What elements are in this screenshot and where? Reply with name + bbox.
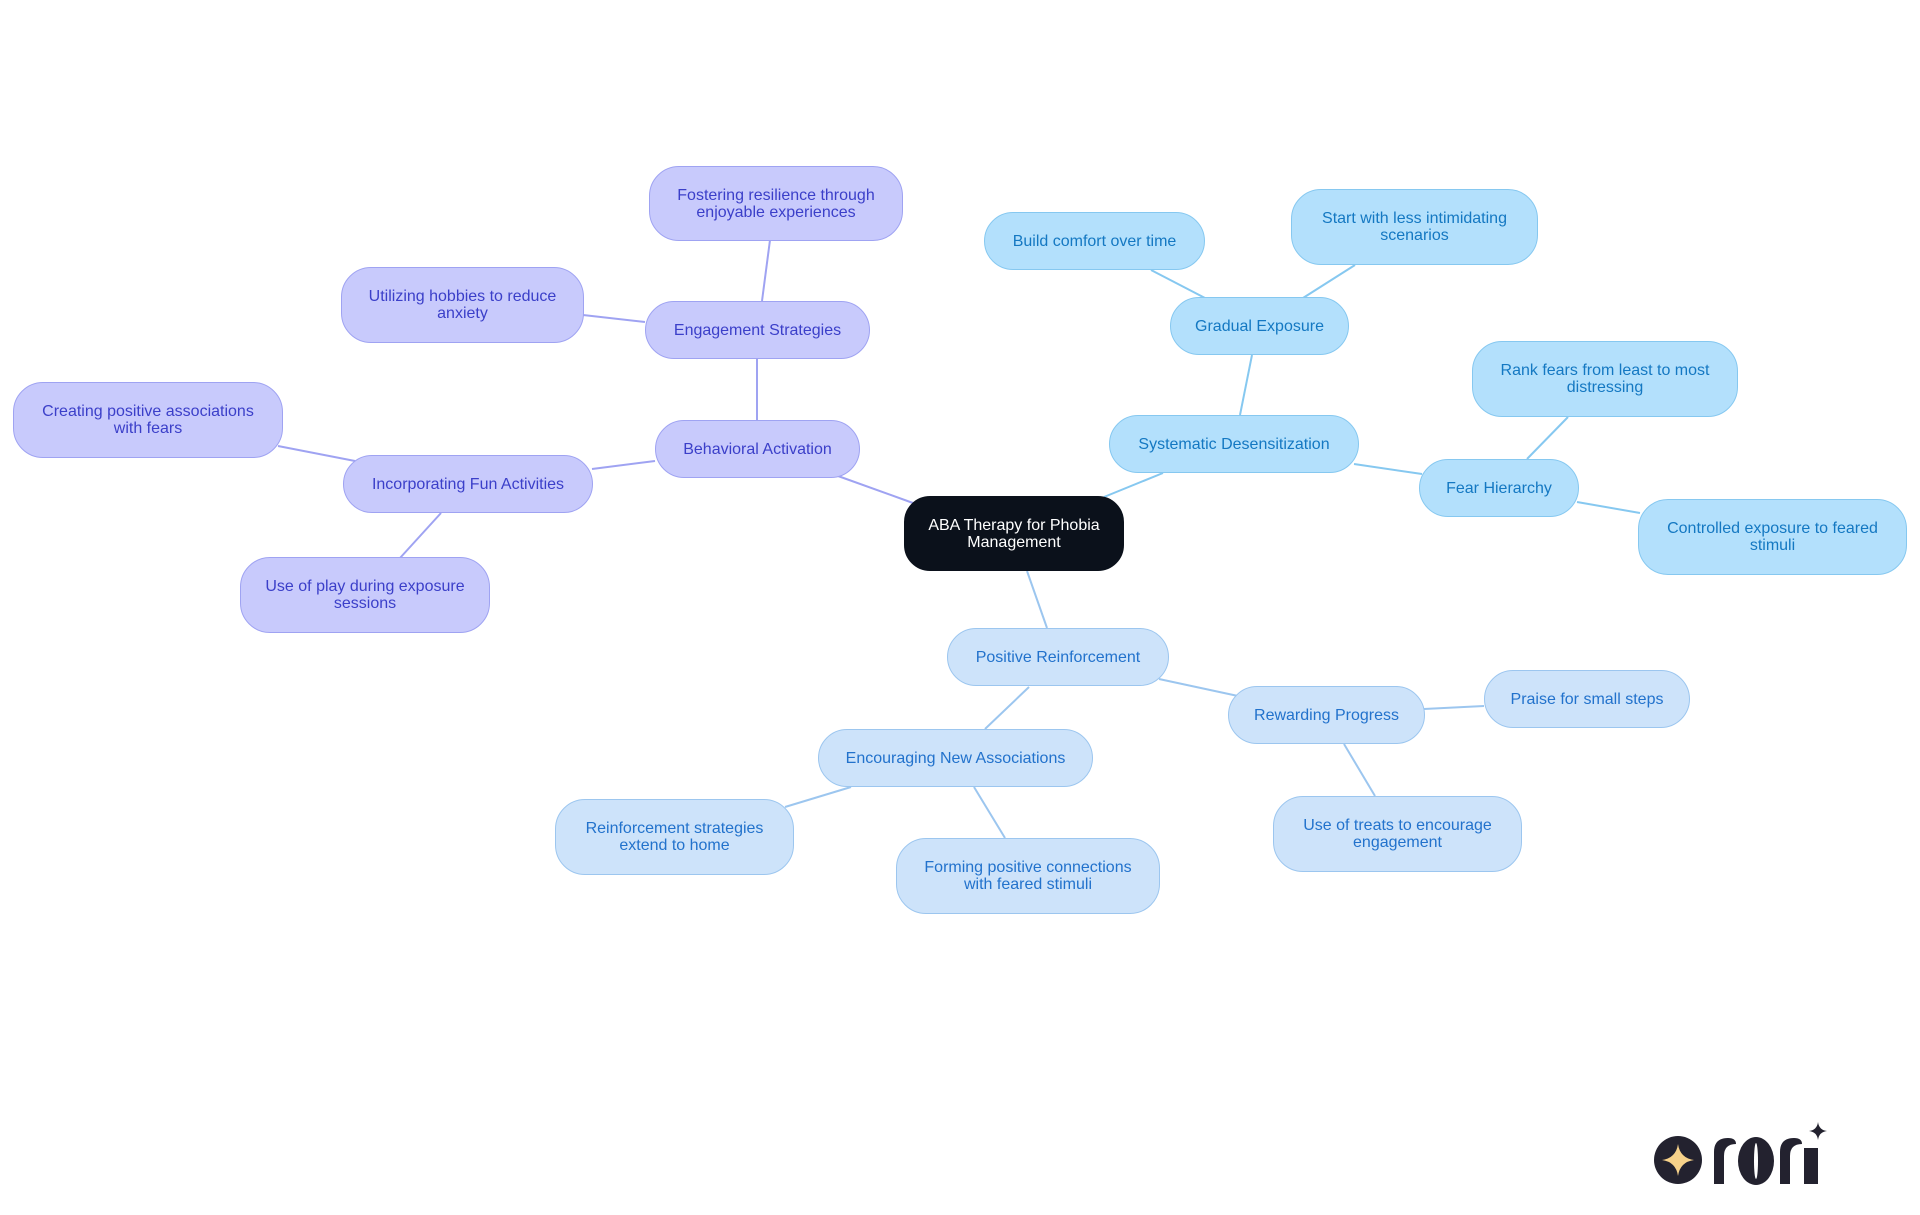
node-engagement-strategies[interactable]: Engagement Strategies [645, 301, 870, 359]
node-start-less[interactable]: Start with less intimidating scenarios [1291, 189, 1538, 265]
node-label: Systematic Desensitization [1138, 435, 1330, 453]
node-build-comfort[interactable]: Build comfort over time [984, 212, 1205, 270]
root-label: ABA Therapy for Phobia Management [928, 516, 1100, 551]
node-label: Reinforcement strategies extend to home [585, 820, 764, 854]
edge-engagement-fostering [761, 239, 771, 302]
node-label: Incorporating Fun Activities [371, 475, 565, 493]
node-incorporating-fun[interactable]: Incorporating Fun Activities [343, 455, 593, 513]
node-label: Rank fears from least to most distressin… [1500, 362, 1710, 396]
node-praise-small-steps[interactable]: Praise for small steps [1484, 670, 1690, 728]
node-label: Behavioral Activation [683, 440, 832, 458]
node-label: Encouraging New Associations [845, 749, 1066, 767]
edge-behavioral-incorporating [591, 460, 656, 470]
rori-logo [1654, 1122, 1827, 1185]
edge-fear-controlled [1576, 501, 1641, 514]
edge-rewarding-praise [1423, 705, 1485, 710]
edge-root-behavioral-activation [837, 475, 914, 504]
node-label: Gradual Exposure [1195, 317, 1324, 335]
edge-systematic-gradual [1239, 354, 1253, 416]
edge-root-systematic [1103, 472, 1164, 498]
node-rank-fears[interactable]: Rank fears from least to most distressin… [1472, 341, 1738, 417]
node-label: Forming positive connections with feared… [924, 859, 1132, 893]
node-systematic-desensitization[interactable]: Systematic Desensitization [1109, 415, 1359, 473]
edge-gradual-build [1150, 269, 1206, 299]
node-creating-positive[interactable]: Creating positive associations with fear… [13, 382, 283, 458]
node-label: Rewarding Progress [1254, 706, 1399, 724]
node-positive-reinforcement[interactable]: Positive Reinforcement [947, 628, 1169, 686]
node-label: Praise for small steps [1510, 690, 1664, 708]
node-reinforcement-home[interactable]: Reinforcement strategies extend to home [555, 799, 794, 875]
node-encouraging-new[interactable]: Encouraging New Associations [818, 729, 1093, 787]
node-label: Start with less intimidating scenarios [1322, 210, 1507, 244]
small-sparkle-icon [1809, 1122, 1827, 1140]
edge-incorporating-creating [277, 445, 356, 462]
node-label: Use of treats to encourage engagement [1303, 817, 1492, 851]
node-utilizing-hobbies[interactable]: Utilizing hobbies to reduce anxiety [341, 267, 584, 343]
node-forming-connections[interactable]: Forming positive connections with feared… [896, 838, 1160, 914]
node-label: Fear Hierarchy [1446, 479, 1552, 497]
edge-engagement-hobbies [582, 314, 646, 323]
sparkle-icon [1662, 1144, 1694, 1176]
edge-systematic-fear [1353, 463, 1423, 475]
root-node[interactable]: ABA Therapy for Phobia Management [904, 496, 1124, 571]
edge-root-positive [1026, 570, 1048, 629]
node-fear-hierarchy[interactable]: Fear Hierarchy [1419, 459, 1579, 517]
node-use-of-treats[interactable]: Use of treats to encourage engagement [1273, 796, 1522, 872]
node-label: Use of play during exposure sessions [265, 578, 465, 612]
node-label: Utilizing hobbies to reduce anxiety [368, 288, 557, 322]
edge-positive-encouraging [984, 686, 1030, 730]
edge-rewarding-treats [1343, 743, 1376, 797]
edge-gradual-start [1302, 264, 1356, 299]
node-label: Fostering resilience through enjoyable e… [677, 186, 875, 221]
edge-incorporating-play [399, 512, 442, 559]
edge-encouraging-home [784, 786, 852, 808]
node-fostering-resilience[interactable]: Fostering resilience through enjoyable e… [649, 166, 903, 241]
node-controlled-exposure[interactable]: Controlled exposure to feared stimuli [1638, 499, 1907, 575]
node-label: Creating positive associations with fear… [42, 403, 254, 437]
node-behavioral-activation[interactable]: Behavioral Activation [655, 420, 860, 478]
edge-encouraging-forming [973, 786, 1006, 839]
node-label: Positive Reinforcement [975, 648, 1141, 666]
node-label: Build comfort over time [1012, 232, 1177, 250]
node-label: Controlled exposure to feared stimuli [1667, 520, 1878, 554]
node-gradual-exposure[interactable]: Gradual Exposure [1170, 297, 1349, 355]
edge-fear-rank [1526, 416, 1569, 460]
node-use-of-play[interactable]: Use of play during exposure sessions [240, 557, 490, 633]
node-rewarding-progress[interactable]: Rewarding Progress [1228, 686, 1425, 744]
node-label: Engagement Strategies [673, 321, 842, 339]
edge-positive-rewarding [1158, 678, 1239, 697]
